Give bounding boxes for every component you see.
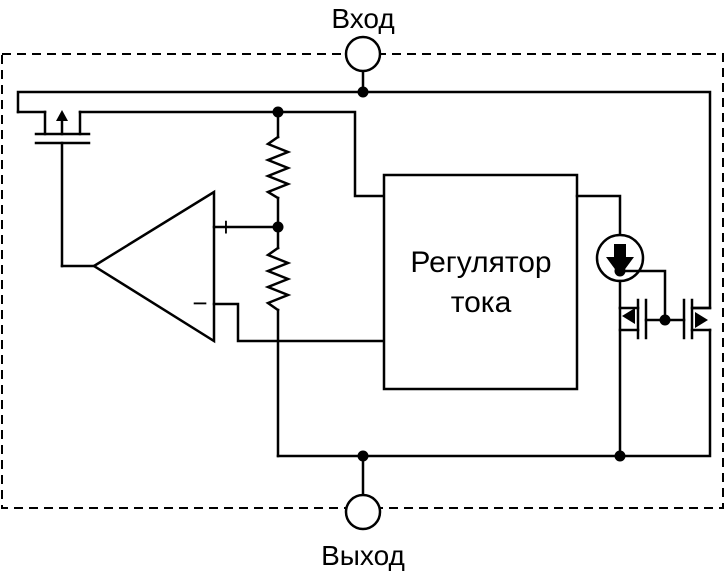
input-node bbox=[357, 86, 369, 98]
error-amplifier bbox=[60, 189, 386, 344]
regulator-label-line1: Регулятор bbox=[410, 246, 551, 279]
pass-transistor bbox=[34, 110, 91, 268]
mirror-ground-node bbox=[614, 450, 626, 462]
pass-output-wire bbox=[78, 110, 386, 198]
output-node bbox=[357, 450, 369, 462]
current-source bbox=[575, 194, 645, 310]
opamp-plus-sign: + bbox=[218, 212, 233, 242]
regulator-label-line2: тока bbox=[451, 286, 512, 319]
output-terminal bbox=[344, 454, 382, 531]
resistor-divider bbox=[264, 110, 292, 458]
mirror-gate-node bbox=[659, 314, 671, 326]
current-mirror bbox=[618, 269, 712, 458]
output-rail bbox=[276, 328, 712, 458]
opamp-minus-sign: − bbox=[192, 288, 207, 318]
current-regulator-block bbox=[382, 173, 579, 391]
input-label: Вход bbox=[331, 3, 394, 34]
input-terminal bbox=[344, 35, 382, 94]
output-label: Выход bbox=[321, 540, 405, 571]
